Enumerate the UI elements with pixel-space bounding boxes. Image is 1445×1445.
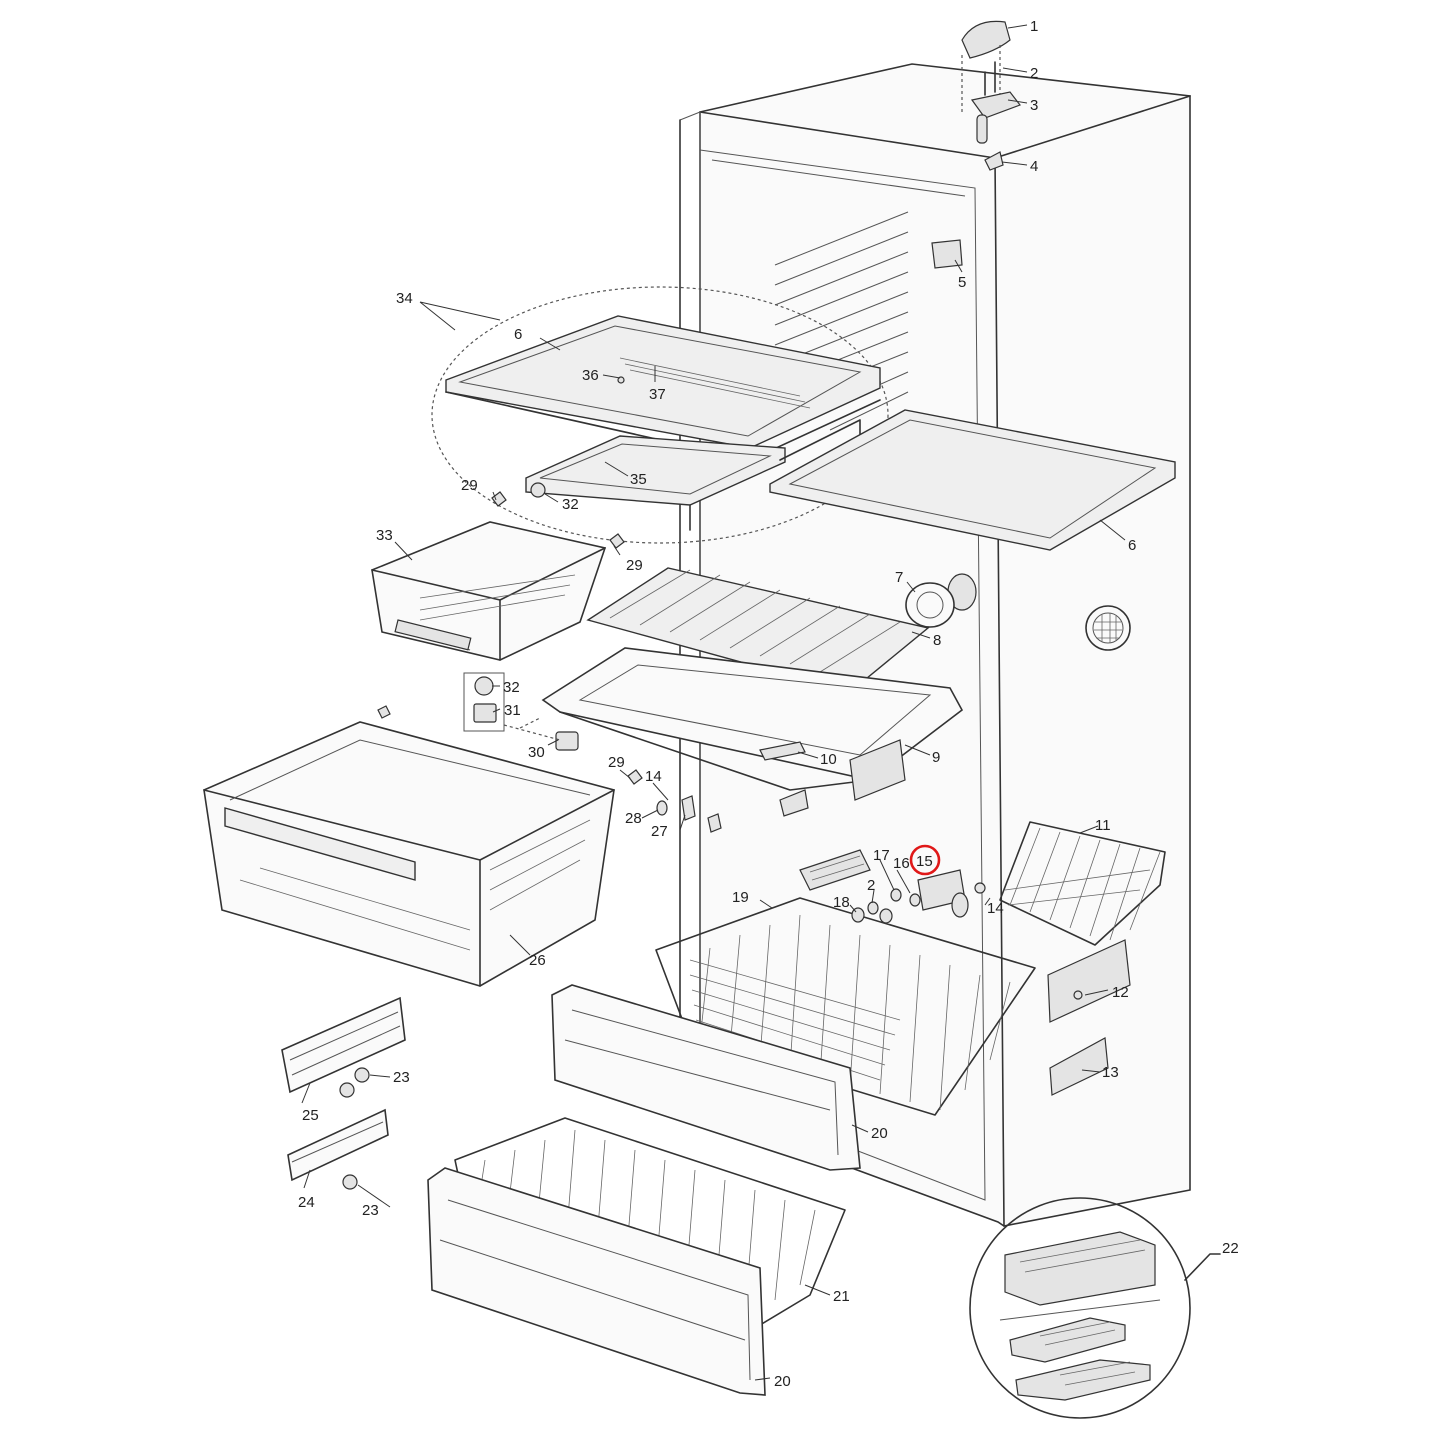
- label-part-29-mid: 29: [626, 557, 643, 574]
- label-part-23-lower: 23: [362, 1202, 379, 1219]
- label-part-31: 31: [504, 702, 521, 719]
- label-part-2: 2: [1030, 65, 1038, 82]
- vegetable-crisper-drawer: [203, 721, 615, 987]
- top-hinge-assembly: [961, 20, 1021, 171]
- label-part-29-top: 29: [461, 477, 478, 494]
- label-part-5: 5: [958, 274, 966, 291]
- label-part-36: 36: [582, 367, 599, 384]
- slide-rail-upper: [281, 996, 406, 1098]
- callout-labels: 1 2 3 4 5 6 6 7 8 9 10 11 12 13 14 14 15…: [298, 18, 1239, 1390]
- label-part-30: 30: [528, 744, 545, 761]
- label-part-25: 25: [302, 1107, 319, 1124]
- label-part-21: 21: [833, 1288, 850, 1305]
- label-part-14-right: 14: [987, 900, 1004, 917]
- label-part-29-low: 29: [608, 754, 625, 771]
- crisper-frame: [541, 647, 964, 817]
- slide-rail-lower: [287, 1108, 389, 1190]
- label-part-24: 24: [298, 1194, 315, 1211]
- label-part-22: 22: [1222, 1240, 1239, 1257]
- label-part-13: 13: [1102, 1064, 1119, 1081]
- label-part-1: 1: [1030, 18, 1038, 35]
- freezer-drawer-front-lower: [427, 1167, 766, 1396]
- label-part-14-left: 14: [645, 768, 662, 785]
- label-part-35: 35: [630, 471, 647, 488]
- right-glass-shelf: [769, 409, 1176, 551]
- label-part-32-inset: 32: [503, 679, 520, 696]
- label-part-9: 9: [932, 749, 940, 766]
- label-part-4: 4: [1030, 158, 1038, 175]
- label-part-37: 37: [649, 386, 666, 403]
- label-part-34: 34: [396, 290, 413, 307]
- label-part-32-upper: 32: [562, 496, 579, 513]
- label-part-17: 17: [873, 847, 890, 864]
- label-part-28: 28: [625, 810, 642, 827]
- label-part-6-upper-shelf: 6: [514, 326, 522, 343]
- label-part-2-lower: 2: [867, 877, 875, 894]
- label-part-18: 18: [833, 894, 850, 911]
- label-part-20-upper: 20: [871, 1125, 888, 1142]
- label-part-10: 10: [820, 751, 837, 768]
- label-part-19: 19: [732, 889, 749, 906]
- label-part-23-upper: 23: [393, 1069, 410, 1086]
- label-part-27: 27: [651, 823, 668, 840]
- label-part-8: 8: [933, 632, 941, 649]
- label-part-7: 7: [895, 569, 903, 586]
- label-part-3: 3: [1030, 97, 1038, 114]
- label-part-15: 15: [916, 853, 933, 870]
- highlight-circle-part-15: [909, 844, 941, 876]
- label-part-6-right-shelf: 6: [1128, 537, 1136, 554]
- side-vent-grille: [1085, 605, 1131, 651]
- wire-shelf-freezer: [999, 821, 1166, 946]
- small-fasteners: [377, 376, 722, 833]
- detail-circle-ice-tray: [969, 1197, 1221, 1419]
- side-rail-12: [1047, 939, 1131, 1023]
- chiller-drawer: [371, 521, 607, 661]
- label-part-33: 33: [376, 527, 393, 544]
- leader-lines: [301, 24, 1126, 1381]
- label-part-20-lower: 20: [774, 1373, 791, 1390]
- freezer-drawer-front-upper: [551, 984, 861, 1171]
- label-part-16: 16: [893, 855, 910, 872]
- label-part-11: 11: [1095, 817, 1111, 834]
- label-part-26: 26: [529, 952, 546, 969]
- crisper-cover-frame: [525, 419, 861, 531]
- fan-motor: [905, 573, 977, 628]
- lamp-housing: [931, 239, 963, 269]
- shelf-group-outline: [431, 286, 889, 544]
- side-rail-13: [1049, 1037, 1109, 1096]
- label-part-12: 12: [1112, 984, 1129, 1001]
- detail-inset-31-32: [463, 672, 505, 732]
- middle-hinge-parts: [799, 849, 986, 924]
